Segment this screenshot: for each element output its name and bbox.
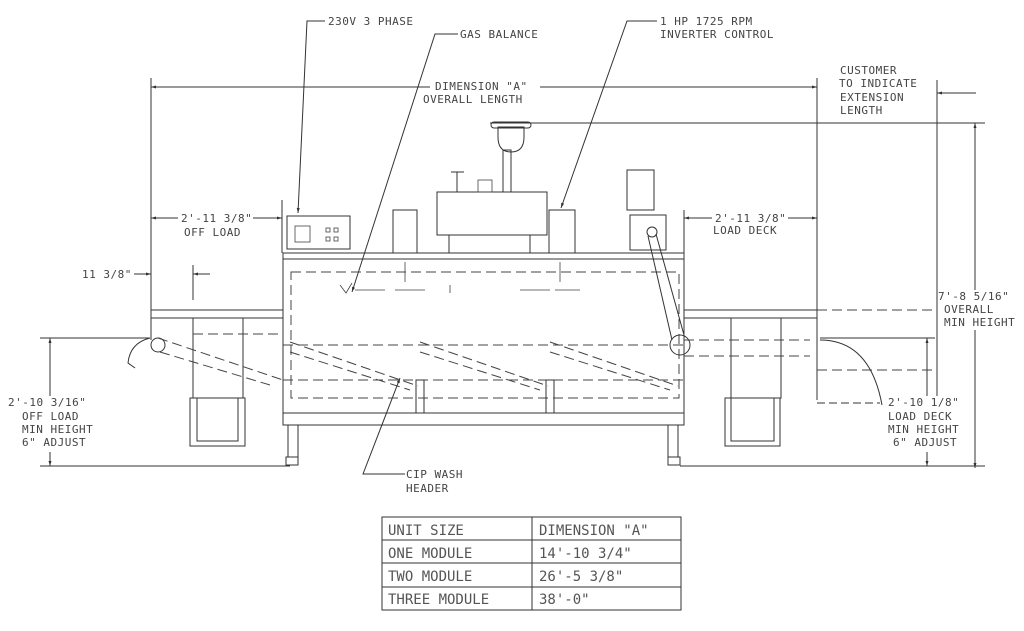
load-deck-height-value: 2'-10 1/8" xyxy=(888,396,959,409)
load-deck-height-label: 2'-10 1/8" LOAD DECK MIN HEIGHT 6" ADJUS… xyxy=(885,396,967,452)
offset-dimension: 11 3/8" xyxy=(82,268,132,281)
load-deck-height-label-text: LOAD DECK xyxy=(888,410,952,423)
unit-size-table: UNIT SIZE DIMENSION "A" ONE MODULE 14'-1… xyxy=(381,516,682,611)
load-deck-label: LOAD DECK xyxy=(713,224,777,237)
off-load-height-label: 2'-10 3/16" OFF LOAD MIN HEIGHT 6" ADJUS… xyxy=(6,396,93,452)
control-box xyxy=(286,215,351,250)
power-callout: 230V 3 PHASE xyxy=(328,15,413,28)
table-cell: THREE MODULE xyxy=(388,592,489,608)
customer-label: CUSTOMER xyxy=(840,64,897,77)
dimension-a: DIMENSION "A" OVERALL LENGTH xyxy=(150,78,818,400)
off-load-length: 2'-11 3/8" xyxy=(181,212,252,225)
extension-dimension: CUSTOMER TO INDICATE EXTENSION LENGTH xyxy=(839,64,976,400)
customer-label: EXTENSION xyxy=(840,91,904,104)
dim-a-label: DIMENSION "A" xyxy=(435,80,528,93)
customer-label: TO INDICATE xyxy=(839,77,917,90)
motor-callout: 1 HP 1725 RPM xyxy=(660,15,753,28)
cip-callout: CIP WASH xyxy=(406,468,463,481)
table-header: DIMENSION "A" xyxy=(539,523,649,539)
conveyors xyxy=(127,309,935,447)
load-deck-height-label-text: MIN HEIGHT xyxy=(888,423,959,436)
height-dimensions: 2'-10 3/16" OFF LOAD MIN HEIGHT 6" ADJUS… xyxy=(6,337,985,467)
dim-a-sublabel: OVERALL LENGTH xyxy=(423,93,523,106)
table-cell: 26'-5 3/8" xyxy=(539,569,623,585)
off-load-height-label-text: OFF LOAD xyxy=(22,410,79,423)
table-cell: TWO MODULE xyxy=(388,569,472,585)
overall-height-value: 7'-8 5/16" xyxy=(938,290,1009,303)
table-cell: 14'-10 3/4" xyxy=(539,546,632,562)
customer-label: LENGTH xyxy=(840,104,883,117)
off-load-label: OFF LOAD xyxy=(184,226,241,239)
overall-height-label: MIN HEIGHT xyxy=(944,316,1015,329)
table-cell: 38'-0" xyxy=(539,592,590,608)
machine-body xyxy=(282,121,685,466)
load-deck-length: 2'-11 3/8" xyxy=(715,212,786,225)
off-load-height-label-text: MIN HEIGHT xyxy=(22,423,93,436)
off-load-height-label-text: 6" ADJUST xyxy=(22,436,86,449)
callouts: 230V 3 PHASE GAS BALANCE 1 HP 1725 RPM I… xyxy=(296,15,774,495)
overall-height-label: OVERALL xyxy=(944,303,994,316)
table-cell: ONE MODULE xyxy=(388,546,472,562)
table-header: UNIT SIZE xyxy=(388,523,464,539)
motor-callout: INVERTER CONTROL xyxy=(660,28,774,41)
overall-height-dimension: 7'-8 5/16" OVERALL MIN HEIGHT xyxy=(490,122,1015,468)
cip-callout: HEADER xyxy=(406,482,449,495)
off-load-height-value: 2'-10 3/16" xyxy=(8,396,86,409)
load-deck-height-label-text: 6" ADJUST xyxy=(893,436,957,449)
gas-balance-callout: GAS BALANCE xyxy=(460,28,538,41)
deck-length-dimensions: 2'-11 3/8" OFF LOAD 2'-11 3/8" LOAD DECK… xyxy=(82,200,817,300)
